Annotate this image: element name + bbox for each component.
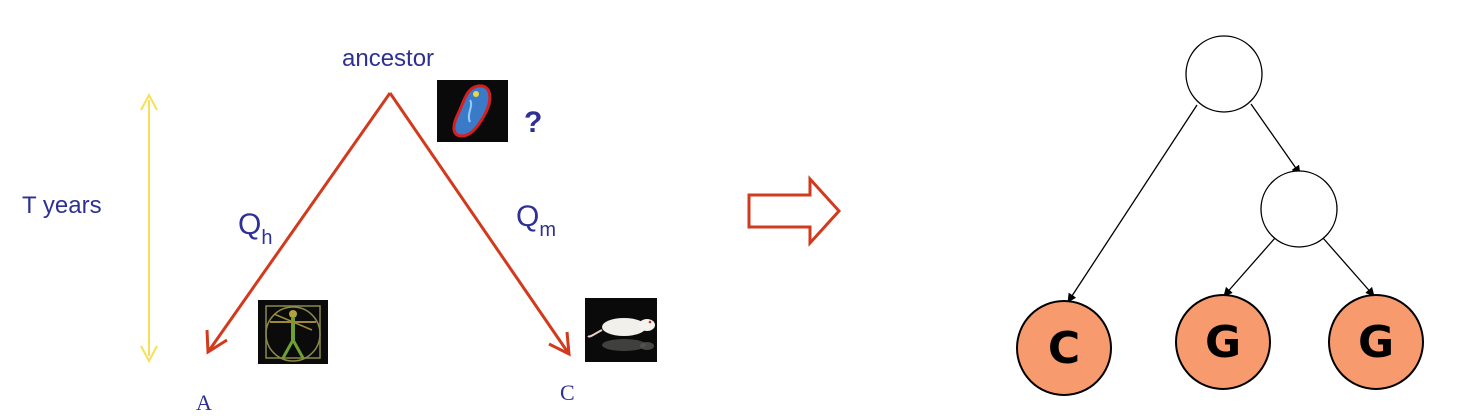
leaf-node-1: C [1016,300,1112,396]
ancestor-cell-icon [437,80,508,142]
internal-node [1260,170,1338,248]
left-rate-label: Qh [238,208,272,249]
hollow-right-arrow-icon [747,175,842,247]
time-label: T years [22,192,102,219]
tree-edge-root-leaf1 [1067,104,1198,303]
tree-edge-internal-leaf2 [1223,237,1276,297]
right-rate-label: Qm [516,200,556,241]
question-mark: ? [524,106,542,139]
white-rat-icon [585,298,657,362]
leaf-node-2-label: G [1205,317,1241,368]
left-branch [205,92,392,355]
leaf-label-left: A [196,390,212,415]
leaf-label-right: C [560,380,575,405]
right-branch [388,92,571,357]
leaf-node-2: G [1175,294,1271,390]
ancestor-label: ancestor [342,45,434,72]
leaf-node-3: G [1328,294,1424,390]
right-panel-tree: C G G [1016,35,1424,396]
left-panel: T years ancestor Qh Qm ? [22,45,657,415]
leaf-node-1-label: C [1048,323,1080,374]
vitruvian-man-icon [258,300,328,364]
tree-edge-root-internal [1250,103,1301,175]
root-node [1185,35,1263,113]
time-arrow [140,92,158,364]
tree-edge-internal-leaf3 [1322,237,1375,297]
leaf-node-3-label: G [1358,317,1394,368]
